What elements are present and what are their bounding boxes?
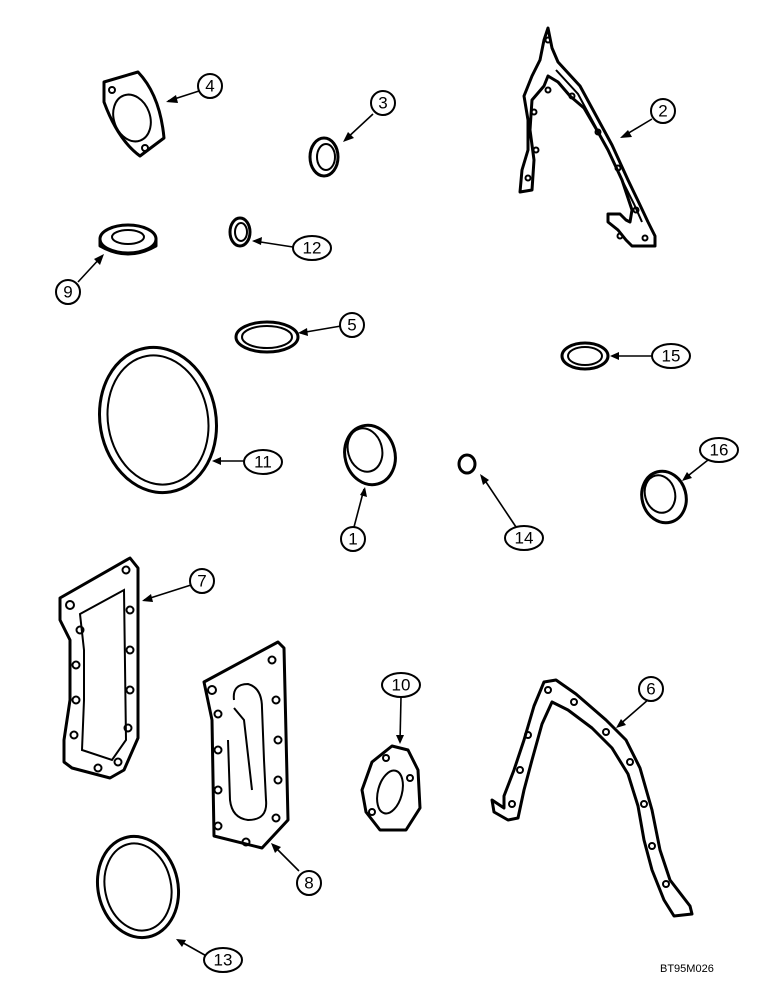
part-3-seal-ring (308, 136, 340, 178)
leader-14 (481, 475, 517, 528)
callout-10-label: 10 (392, 676, 411, 695)
arrowhead-4 (166, 95, 178, 103)
callout-9: 9 (55, 279, 81, 305)
arrowhead-3 (343, 132, 354, 142)
part-6-arch-gasket (490, 678, 694, 918)
leader-10 (399, 696, 402, 743)
part-13-seal-ring (95, 834, 181, 940)
callout-3-label: 3 (378, 94, 387, 113)
arrowhead-16 (682, 472, 692, 481)
callout-5: 5 (339, 312, 365, 338)
part-10-small-flange-gasket (360, 744, 422, 832)
part-1-crankshaft-seal (343, 423, 397, 487)
callout-4: 4 (197, 73, 223, 99)
callout-16: 16 (699, 437, 739, 463)
arrowhead-1 (360, 487, 367, 497)
part-16-rear-seal (640, 469, 688, 525)
part-5-oval-seal-ring (234, 320, 300, 354)
part-12-o-ring (228, 216, 252, 248)
arrowhead-10 (396, 735, 404, 744)
callout-11-label: 11 (254, 453, 272, 472)
callout-6: 6 (638, 676, 664, 702)
part-8-plate-gasket (202, 640, 290, 850)
callout-4-label: 4 (205, 77, 214, 96)
arrowhead-7 (142, 594, 153, 602)
callout-3: 3 (370, 90, 396, 116)
arrowhead-15 (610, 352, 619, 360)
callout-7-label: 7 (197, 572, 206, 591)
part-2-front-cover-gasket (518, 26, 657, 248)
callout-11: 11 (243, 449, 283, 475)
arrowhead-2 (620, 130, 632, 138)
part-11-large-seal-ring (97, 345, 219, 495)
arrowhead-13 (176, 939, 186, 947)
arrowhead-9 (94, 254, 104, 265)
arrowhead-11 (212, 457, 221, 465)
callout-13-label: 13 (214, 951, 233, 970)
leader-lines (77, 90, 709, 959)
callout-2: 2 (650, 98, 676, 124)
callout-12: 12 (292, 235, 332, 261)
callout-12-label: 12 (303, 239, 322, 258)
callout-1: 1 (340, 526, 366, 552)
callout-2-label: 2 (658, 102, 667, 121)
figure-code: BT95M026 (660, 963, 714, 975)
callout-6-label: 6 (646, 680, 655, 699)
part-14-small-o-ring (457, 453, 477, 475)
part-15-oval-seal-ring (560, 341, 610, 371)
callout-5-label: 5 (347, 316, 356, 335)
callout-16-label: 16 (710, 441, 729, 460)
callout-14-label: 14 (515, 529, 534, 548)
arrowhead-8 (271, 843, 281, 853)
arrowhead-5 (298, 328, 308, 336)
part-4-flange-gasket (102, 70, 166, 158)
arrowhead-12 (252, 237, 262, 245)
callout-1-label: 1 (348, 530, 357, 549)
callout-15-label: 15 (662, 347, 681, 366)
callout-8: 8 (296, 870, 322, 896)
leader-6 (617, 698, 650, 727)
callout-9-label: 9 (63, 283, 72, 302)
arrowhead-6 (616, 719, 626, 728)
part-9-thick-seal-washer (98, 223, 158, 256)
arrowhead-14 (480, 474, 489, 485)
callout-10: 10 (381, 672, 421, 698)
callout-13: 13 (203, 947, 243, 973)
callout-14: 14 (504, 525, 544, 551)
part-7-cover-gasket (58, 556, 140, 780)
callout-7: 7 (189, 568, 215, 594)
callout-8-label: 8 (304, 874, 313, 893)
callout-15: 15 (651, 343, 691, 369)
